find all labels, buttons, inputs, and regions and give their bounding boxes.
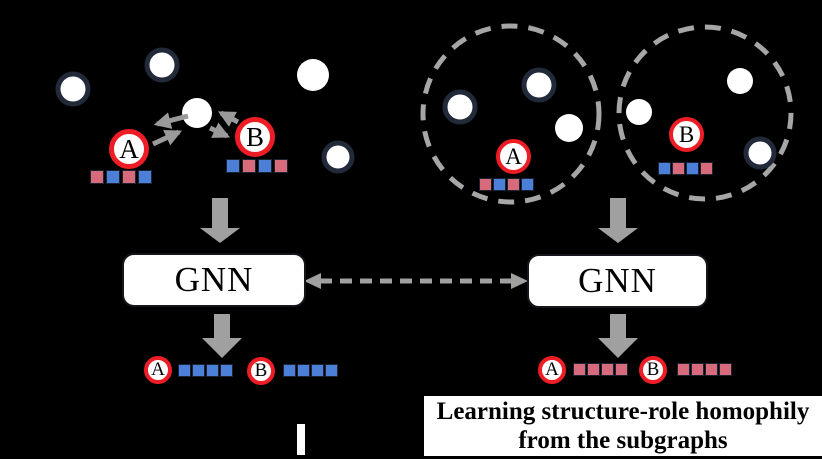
output-left-a-label: A (151, 359, 165, 380)
red-feature-square (573, 363, 586, 376)
message-arrow-center-to-a (153, 112, 189, 129)
node-a-badge: A (109, 129, 149, 169)
blue-feature-square (493, 178, 506, 191)
down-arrow-left-graph-to-gnn (200, 198, 240, 243)
subgraph-node (626, 99, 652, 125)
output-left-b-badge: B (247, 357, 275, 385)
red-feature-square (677, 363, 690, 376)
subgraph-node (555, 114, 583, 142)
blue-feature-square (521, 178, 534, 191)
embedding-right-a (573, 363, 628, 376)
message-arrow-center-to-b (208, 122, 231, 139)
subgraph-node-a-label: A (505, 143, 522, 169)
blue-feature-square (686, 162, 699, 175)
dashed-arrowhead-right (511, 273, 528, 289)
gnn-box-left: GNN (122, 253, 306, 307)
output-right-a-label: A (545, 359, 559, 380)
down-arrow-left-gnn-to-output (202, 314, 242, 358)
blue-feature-square (138, 170, 152, 184)
red-feature-square (587, 363, 600, 376)
blue-feature-square (258, 159, 272, 173)
node-b-label: B (245, 121, 264, 152)
caption-box: Learning structure-role homophily from t… (424, 396, 822, 456)
subgraph-node-b-badge: B (669, 117, 704, 152)
red-feature-square (242, 159, 256, 173)
down-arrow-subgraphs-to-gnn (598, 198, 638, 243)
graph-node (144, 47, 180, 83)
gnn-box-right: GNN (527, 254, 708, 308)
red-feature-square (122, 170, 136, 184)
red-feature-square (705, 363, 718, 376)
subgraph-node (521, 67, 557, 103)
graph-node (321, 140, 355, 174)
blue-feature-square (106, 170, 120, 184)
red-feature-square (719, 363, 732, 376)
graph-node (297, 59, 329, 91)
gnn-label-left: GNN (174, 260, 254, 299)
blue-feature-square (311, 364, 324, 377)
subgraph-node (442, 89, 478, 125)
red-feature-square (615, 363, 628, 376)
graph-center-node (182, 98, 212, 128)
embedding-left-b (283, 364, 338, 377)
message-arrow-b-to-center (217, 110, 240, 127)
features-subgraph-a (479, 178, 534, 191)
output-right-a-badge: A (538, 356, 566, 384)
subgraph-node-a-badge: A (496, 139, 531, 174)
output-left-b-label: B (254, 360, 268, 381)
down-arrow-right-gnn-to-output (598, 314, 638, 358)
embedding-right-b (677, 363, 732, 376)
node-a-label: A (119, 133, 139, 164)
subgraph-b-boundary (616, 24, 794, 202)
caption-line2: from the subgraphs (518, 427, 728, 454)
graph-node (55, 71, 91, 107)
features-subgraph-b (658, 162, 713, 175)
output-left-a-badge: A (144, 356, 172, 384)
dashed-arrowhead-left (304, 273, 321, 289)
blue-feature-square (206, 364, 219, 377)
red-feature-square (672, 162, 685, 175)
red-feature-square (90, 170, 104, 184)
blue-feature-square (178, 364, 191, 377)
subgraph-node (743, 136, 777, 170)
red-feature-square (691, 363, 704, 376)
gnn-label-right: GNN (578, 261, 657, 300)
blue-feature-square (220, 364, 233, 377)
features-node-a (90, 170, 152, 184)
output-right-b-badge: B (639, 356, 667, 384)
message-arrow-a-to-center (151, 129, 183, 147)
red-feature-square (479, 178, 492, 191)
blue-feature-square (658, 162, 671, 175)
red-feature-square (700, 162, 713, 175)
red-feature-square (274, 159, 288, 173)
text-fragment-bar (297, 424, 305, 455)
blue-feature-square (297, 364, 310, 377)
subgraph-node (727, 68, 753, 94)
blue-feature-square (226, 159, 240, 173)
node-b-badge: B (235, 117, 275, 157)
subgraph-node-b-label: B (678, 121, 695, 147)
blue-feature-square (192, 364, 205, 377)
features-node-b (226, 159, 288, 173)
embedding-left-a (178, 364, 233, 377)
red-feature-square (601, 363, 614, 376)
blue-feature-square (325, 364, 338, 377)
subgraph-a-boundary (420, 23, 602, 205)
caption-line1: Learning structure-role homophily (436, 398, 810, 425)
blue-feature-square (283, 364, 296, 377)
red-feature-square (507, 178, 520, 191)
output-right-b-label: B (646, 359, 660, 380)
